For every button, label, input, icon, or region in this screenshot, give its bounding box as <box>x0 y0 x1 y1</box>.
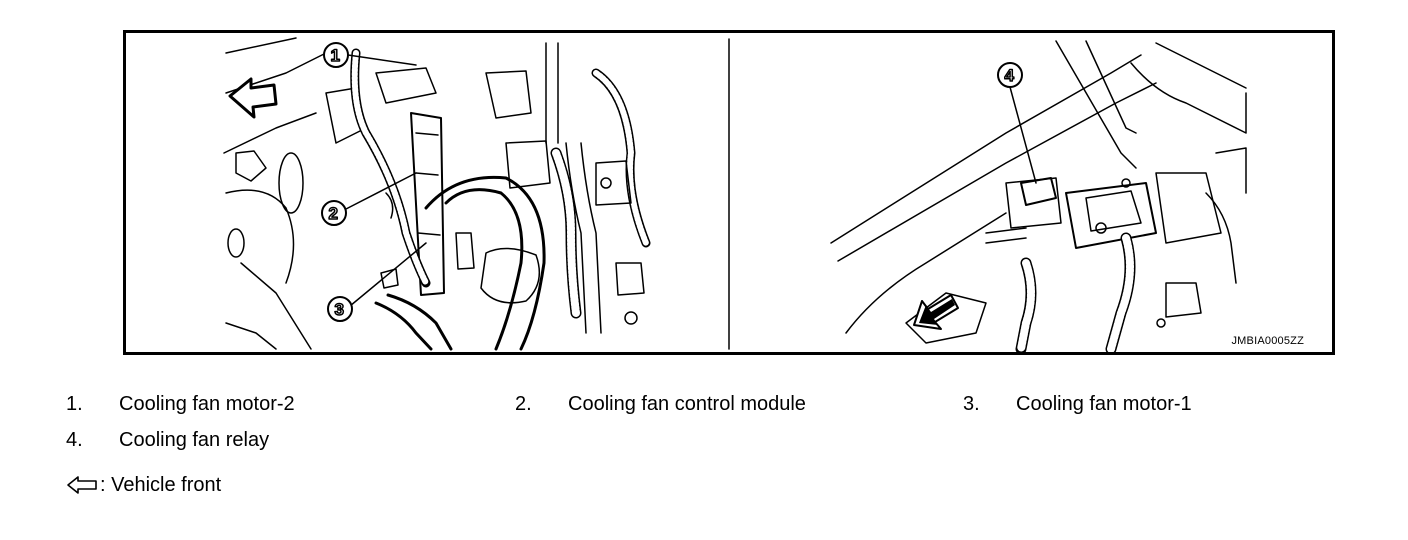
svg-text:2: 2 <box>329 204 338 223</box>
right-view-engine-bay <box>830 40 1247 352</box>
callout-1: 1 <box>323 42 349 68</box>
legend-number: 4. <box>66 429 83 451</box>
legend-label: Cooling fan relay <box>119 429 270 451</box>
legend-number: 3. <box>963 393 980 415</box>
callout-4: 4 <box>997 62 1023 88</box>
legend-label: Cooling fan control module <box>568 393 806 415</box>
svg-text:3: 3 <box>335 300 344 319</box>
left-view-engine-bay <box>223 37 651 351</box>
legend-label: Cooling fan motor-2 <box>119 393 295 415</box>
legend-number: 1. <box>66 393 83 415</box>
hollow-arrow-left-icon <box>67 476 97 494</box>
callout-2: 2 <box>321 200 347 226</box>
svg-text:4: 4 <box>1005 66 1015 85</box>
cooling-fan-relay-shape <box>1020 177 1057 206</box>
svg-text:1: 1 <box>331 46 340 65</box>
legend-label: Cooling fan motor-1 <box>1016 393 1192 415</box>
vehicle-front-label: : Vehicle front <box>100 474 222 496</box>
component-location-figure: 1 2 3 <box>123 30 1335 355</box>
callout-3: 3 <box>327 296 353 322</box>
figure-reference-code: JMBIA0005ZZ <box>1231 335 1304 347</box>
legend-number: 2. <box>515 393 532 415</box>
vehicle-front-arrow-icon <box>228 77 278 119</box>
